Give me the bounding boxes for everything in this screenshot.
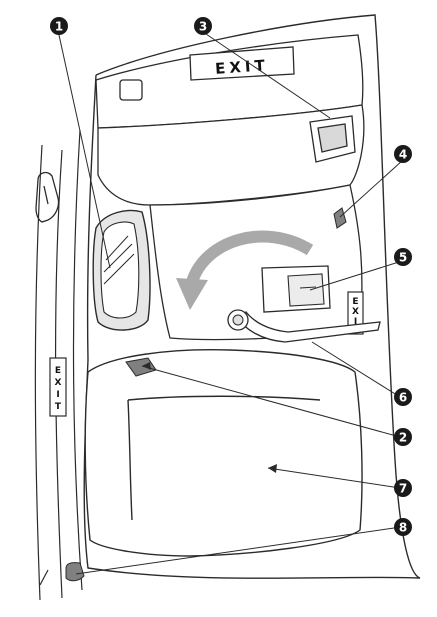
rotation-arrow <box>176 230 314 310</box>
callout-5: 5 <box>394 248 412 266</box>
callout-7-label: 7 <box>399 482 407 496</box>
assist-handle[interactable] <box>309 115 356 163</box>
door-operating-handle[interactable] <box>227 309 381 343</box>
left-exit-letter-4: T <box>55 402 62 412</box>
door-window <box>92 209 151 331</box>
door-mid-panel <box>149 184 363 341</box>
left-exit-sign: E X I T <box>49 357 67 417</box>
wall-handle <box>35 171 60 223</box>
callout-6: 6 <box>394 388 412 406</box>
slide-pack-panel <box>84 349 363 557</box>
callout-8: 8 <box>394 518 412 536</box>
callout-4-label: 4 <box>399 148 407 162</box>
upper-vent <box>119 79 143 101</box>
callout-5-label: 5 <box>399 251 407 265</box>
right-exit-letter-2: X <box>352 307 359 317</box>
callout-2-label: 2 <box>399 431 407 445</box>
floor-fitting <box>65 562 85 582</box>
callout-3: 3 <box>194 17 212 35</box>
indicator-window <box>333 207 347 229</box>
leader-arrowheads <box>142 362 277 473</box>
callout-3-label: 3 <box>199 20 207 34</box>
callout-6-label: 6 <box>399 391 407 405</box>
callout-1: 1 <box>50 17 68 35</box>
right-exit-letter-1: E <box>352 297 358 307</box>
leader-lines <box>58 33 404 575</box>
left-exit-letter-1: E <box>55 366 61 376</box>
callout-7: 7 <box>394 479 412 497</box>
left-exit-letter-3: I <box>56 390 59 400</box>
top-exit-text: EXIT <box>215 56 270 78</box>
callout-2: 2 <box>394 428 412 446</box>
top-exit-sign: EXIT <box>189 46 295 81</box>
callout-1-label: 1 <box>55 20 63 34</box>
right-exit-letter-3: I <box>354 317 357 327</box>
left-exit-letter-2: X <box>55 378 62 388</box>
callout-4: 4 <box>394 145 412 163</box>
callout-8-label: 8 <box>399 521 407 535</box>
handle-recess[interactable] <box>261 265 331 313</box>
